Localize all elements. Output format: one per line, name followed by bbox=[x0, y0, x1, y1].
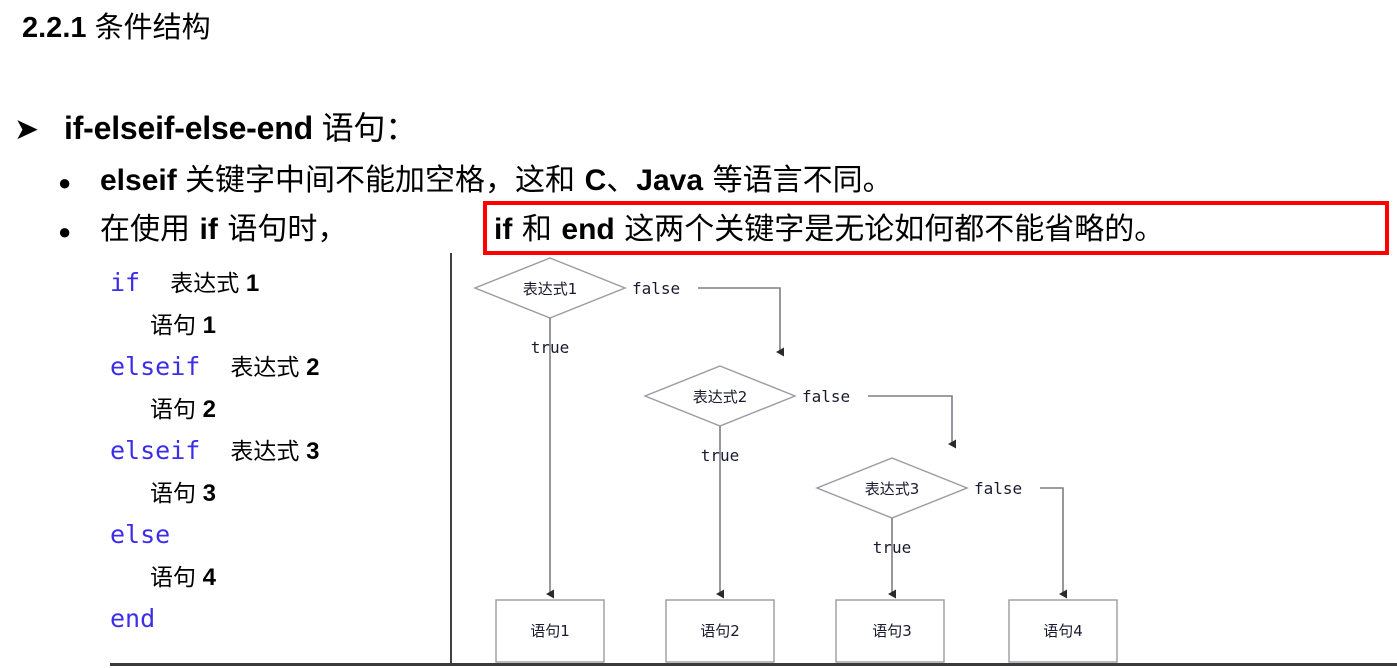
code-operand-index: 1 bbox=[196, 312, 217, 339]
code-operand-index: 2 bbox=[196, 396, 217, 423]
vertical-divider bbox=[450, 253, 452, 665]
code-line: 语句 4 bbox=[110, 556, 319, 598]
text-run: 关键字中间不能加空格，这和 bbox=[185, 163, 585, 198]
code-operand: 语句 bbox=[150, 481, 196, 507]
bullet-level1-latin: if-elseif-else-end bbox=[64, 110, 313, 146]
page-title: 2.2.1 条件结构 bbox=[22, 4, 211, 46]
code-operand-index: 3 bbox=[299, 438, 320, 465]
arrow-bullet-icon: ➤ bbox=[14, 113, 40, 146]
flowchart-diagram: 表达式1 false true 表达式2 false true 表达式3 fal… bbox=[455, 253, 1397, 668]
code-keyword: elseif bbox=[110, 436, 201, 465]
bullet-level2-elseif-text: elseif 关键字中间不能加空格，这和 C、Java 等语言不同。 bbox=[100, 155, 893, 199]
code-line: 语句 3 bbox=[110, 472, 319, 514]
statement-label-2: 语句2 bbox=[700, 622, 740, 640]
code-line: 语句 2 bbox=[110, 388, 319, 430]
bullet-level2-ifusage: ● 在使用 if 语句时， bbox=[58, 204, 347, 248]
text-run: 语句时， bbox=[217, 212, 348, 247]
code-operand-index: 4 bbox=[196, 564, 217, 591]
code-line: end bbox=[110, 598, 319, 640]
code-keyword: elseif bbox=[110, 352, 201, 381]
code-line: if 表达式 1 bbox=[110, 262, 319, 304]
code-operand: 表达式 bbox=[230, 439, 300, 465]
bullet-level2-elseif: ● elseif 关键字中间不能加空格，这和 C、Java 等语言不同。 bbox=[58, 155, 893, 199]
bullet-level1-cjk: 语句： bbox=[321, 109, 418, 147]
text-run: 这两个关键字是无论如何都不能省略的。 bbox=[614, 212, 1165, 247]
edge-2-false bbox=[868, 395, 956, 449]
bullet-level1-label: if-elseif-else-end 语句： bbox=[64, 103, 417, 149]
highlight-box bbox=[483, 201, 1389, 255]
text-run: if bbox=[494, 213, 513, 246]
highlight-text: if 和 end 这两个关键字是无论如何都不能省略的。 bbox=[494, 204, 1164, 248]
code-line: elseif 表达式 2 bbox=[110, 346, 319, 388]
statement-label-3: 语句3 bbox=[872, 622, 912, 640]
text-run: elseif bbox=[100, 164, 186, 197]
text-run: Java bbox=[636, 164, 704, 197]
text-run: end bbox=[561, 213, 615, 246]
horizontal-divider bbox=[110, 663, 1397, 666]
code-operand-index: 3 bbox=[196, 480, 217, 507]
code-operand: 语句 bbox=[150, 397, 196, 423]
text-run: 、 bbox=[606, 163, 637, 198]
code-keyword: end bbox=[110, 604, 156, 633]
edge-label-1-false: false bbox=[632, 279, 680, 298]
bullet-level1: ➤ if-elseif-else-end 语句： bbox=[14, 103, 417, 149]
statement-box-2 bbox=[665, 599, 775, 663]
code-line: 语句 1 bbox=[110, 304, 319, 346]
dot-bullet-icon: ● bbox=[58, 219, 72, 244]
code-operand: 语句 bbox=[150, 313, 196, 339]
text-run: 和 bbox=[512, 212, 562, 247]
bullet-level2-ifusage-text: 在使用 if 语句时， bbox=[100, 204, 347, 248]
decision-label-2: 表达式2 bbox=[693, 388, 748, 406]
statement-label-1: 语句1 bbox=[530, 622, 570, 640]
text-run: C bbox=[584, 164, 607, 197]
code-line: else bbox=[110, 514, 319, 556]
edge-label-2-false: false bbox=[802, 387, 850, 406]
code-operand: 表达式 bbox=[170, 271, 240, 297]
text-run: 在使用 bbox=[100, 212, 200, 247]
edge-1-false bbox=[698, 287, 784, 357]
page-title-number: 2.2.1 bbox=[22, 12, 87, 44]
code-operand-index: 1 bbox=[239, 270, 260, 297]
code-keyword: else bbox=[110, 520, 171, 549]
dot-bullet-icon: ● bbox=[58, 170, 72, 195]
code-keyword: if bbox=[110, 268, 141, 297]
code-operand: 语句 bbox=[150, 565, 196, 591]
statement-box-4 bbox=[1008, 599, 1118, 663]
text-run: if bbox=[199, 213, 218, 246]
decision-label-1: 表达式1 bbox=[523, 280, 578, 298]
code-operand: 表达式 bbox=[230, 355, 300, 381]
statement-box-1 bbox=[495, 599, 605, 663]
statement-box-3 bbox=[835, 599, 945, 663]
page-title-text: 条件结构 bbox=[94, 10, 211, 44]
code-line: elseif 表达式 3 bbox=[110, 430, 319, 472]
text-run: 等语言不同。 bbox=[703, 163, 893, 198]
decision-label-3: 表达式3 bbox=[865, 480, 920, 498]
edge-3-false bbox=[1040, 487, 1067, 599]
code-operand-index: 2 bbox=[299, 354, 320, 381]
statement-label-4: 语句4 bbox=[1043, 622, 1083, 640]
edge-label-3-false: false bbox=[974, 479, 1022, 498]
